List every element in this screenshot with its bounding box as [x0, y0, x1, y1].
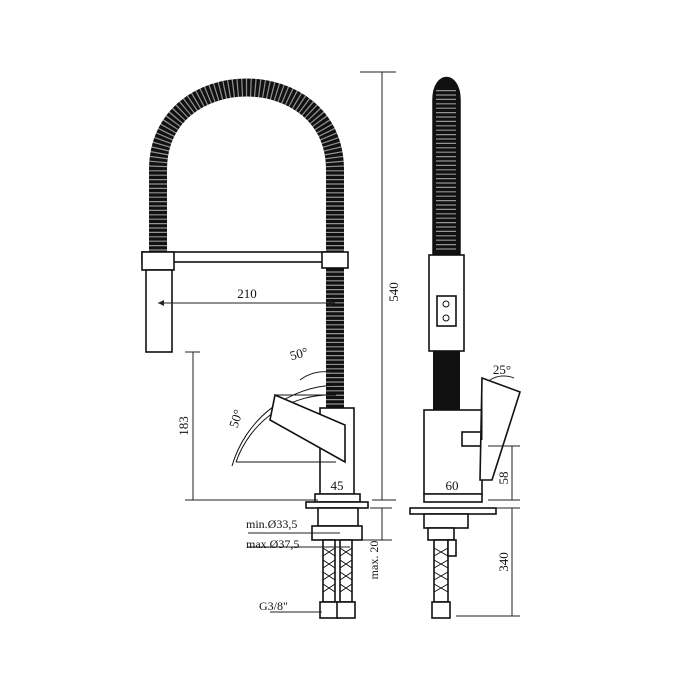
- faucet-body-side: [423, 409, 483, 495]
- spring-hose-front: [149, 78, 344, 500]
- column-collar: [321, 251, 349, 269]
- dim-hose-length: 340: [496, 552, 511, 572]
- angle-lever: 25°: [493, 362, 511, 377]
- dim-spout-height: 183: [176, 416, 191, 436]
- front-view: [141, 78, 369, 619]
- angle-swivel-left: 50°: [226, 408, 246, 430]
- dim-connection: G3/8": [259, 599, 288, 613]
- dim-body-width-side: 60: [446, 478, 459, 493]
- dim-base-height: 58: [496, 472, 511, 485]
- lever-swivel-sector: [231, 384, 346, 467]
- dim-min-hole: min.Ø33,5: [246, 517, 297, 531]
- supply-hoses-front: [319, 539, 356, 619]
- dim-body-width-front: 45: [331, 478, 344, 493]
- dim-total-height: 540: [386, 282, 401, 302]
- spray-buttons: [436, 295, 457, 327]
- spray-button-bottom: [442, 314, 450, 322]
- dimension-labels: 540 210 183 45 60 58 340 min.Ø33,5 max.Ø…: [176, 282, 511, 613]
- supply-hose-side: [431, 539, 457, 619]
- dim-max-hole: max.Ø37,5: [246, 537, 299, 551]
- lever-handle-side: [479, 376, 521, 481]
- spray-head-front: [141, 251, 175, 353]
- side-view: [409, 76, 521, 619]
- dim-max-deck: max. 20: [367, 541, 381, 580]
- faucet-base-side: [409, 493, 497, 541]
- dim-spout-reach: 210: [237, 286, 257, 301]
- spray-button-top: [442, 300, 450, 308]
- hose-lower-side: [433, 351, 460, 410]
- spring-hose-side: [432, 76, 461, 256]
- dimension-lines: [158, 71, 520, 617]
- angle-swivel-upper: 50°: [288, 344, 309, 363]
